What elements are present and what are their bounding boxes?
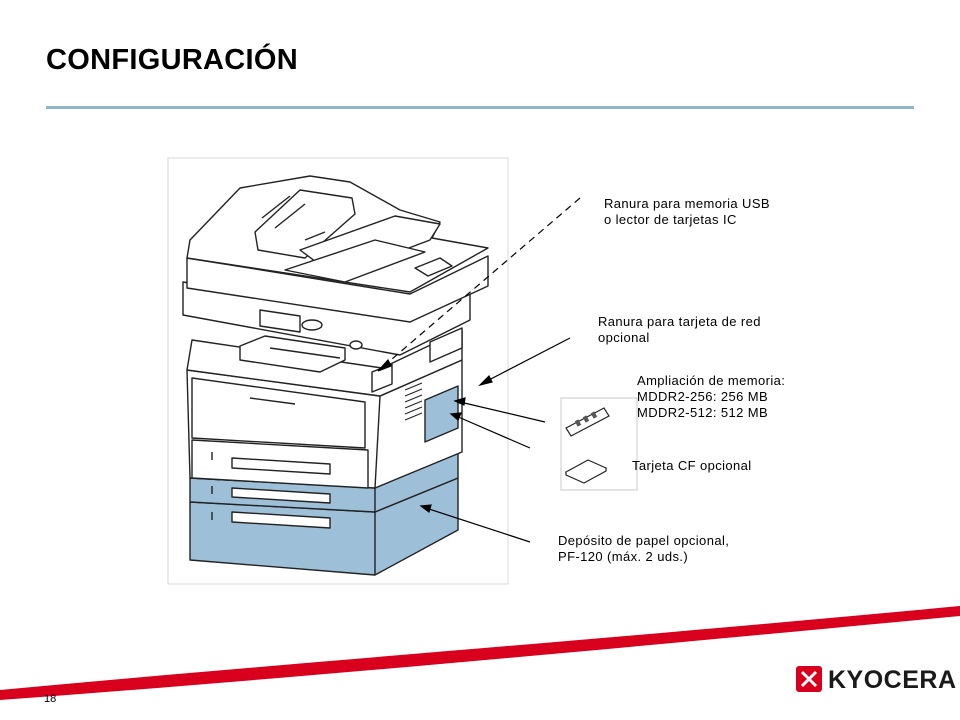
printer-illustration	[182, 175, 489, 576]
logo-wordmark: KYOCERA	[828, 666, 957, 694]
page-number: 18	[44, 693, 57, 705]
brand-swoosh	[0, 606, 960, 700]
callout-cf-card: Tarjeta CF opcional	[632, 458, 752, 473]
title-divider	[46, 106, 914, 109]
memory-module-icon	[565, 407, 610, 437]
paper-tray-leader	[425, 507, 531, 543]
callout-network-card: Ranura para tarjeta de red opcional	[598, 314, 761, 345]
kyocera-logo-mark	[796, 666, 822, 692]
callout-paper-tray: Depósito de papel opcional, PF-120 (máx.…	[558, 533, 730, 564]
callout-memory-expansion: Ampliación de memoria: MDDR2-256: 256 MB…	[637, 373, 786, 420]
printer-image-frame	[167, 157, 509, 585]
callout-leaders	[377, 197, 581, 543]
page-title: CONFIGURACIÓN	[46, 44, 298, 76]
kyocera-logo: KYOCERA	[792, 662, 956, 696]
callout-usb-slot: Ranura para memoria USB o lector de tarj…	[604, 196, 770, 227]
memory-access-panel	[424, 385, 459, 443]
memory-leader	[459, 401, 546, 423]
network-card-leader	[484, 337, 571, 383]
cf-card-leader	[455, 415, 531, 449]
usb-slot-leader	[384, 197, 581, 366]
cf-card-icon	[564, 459, 608, 484]
